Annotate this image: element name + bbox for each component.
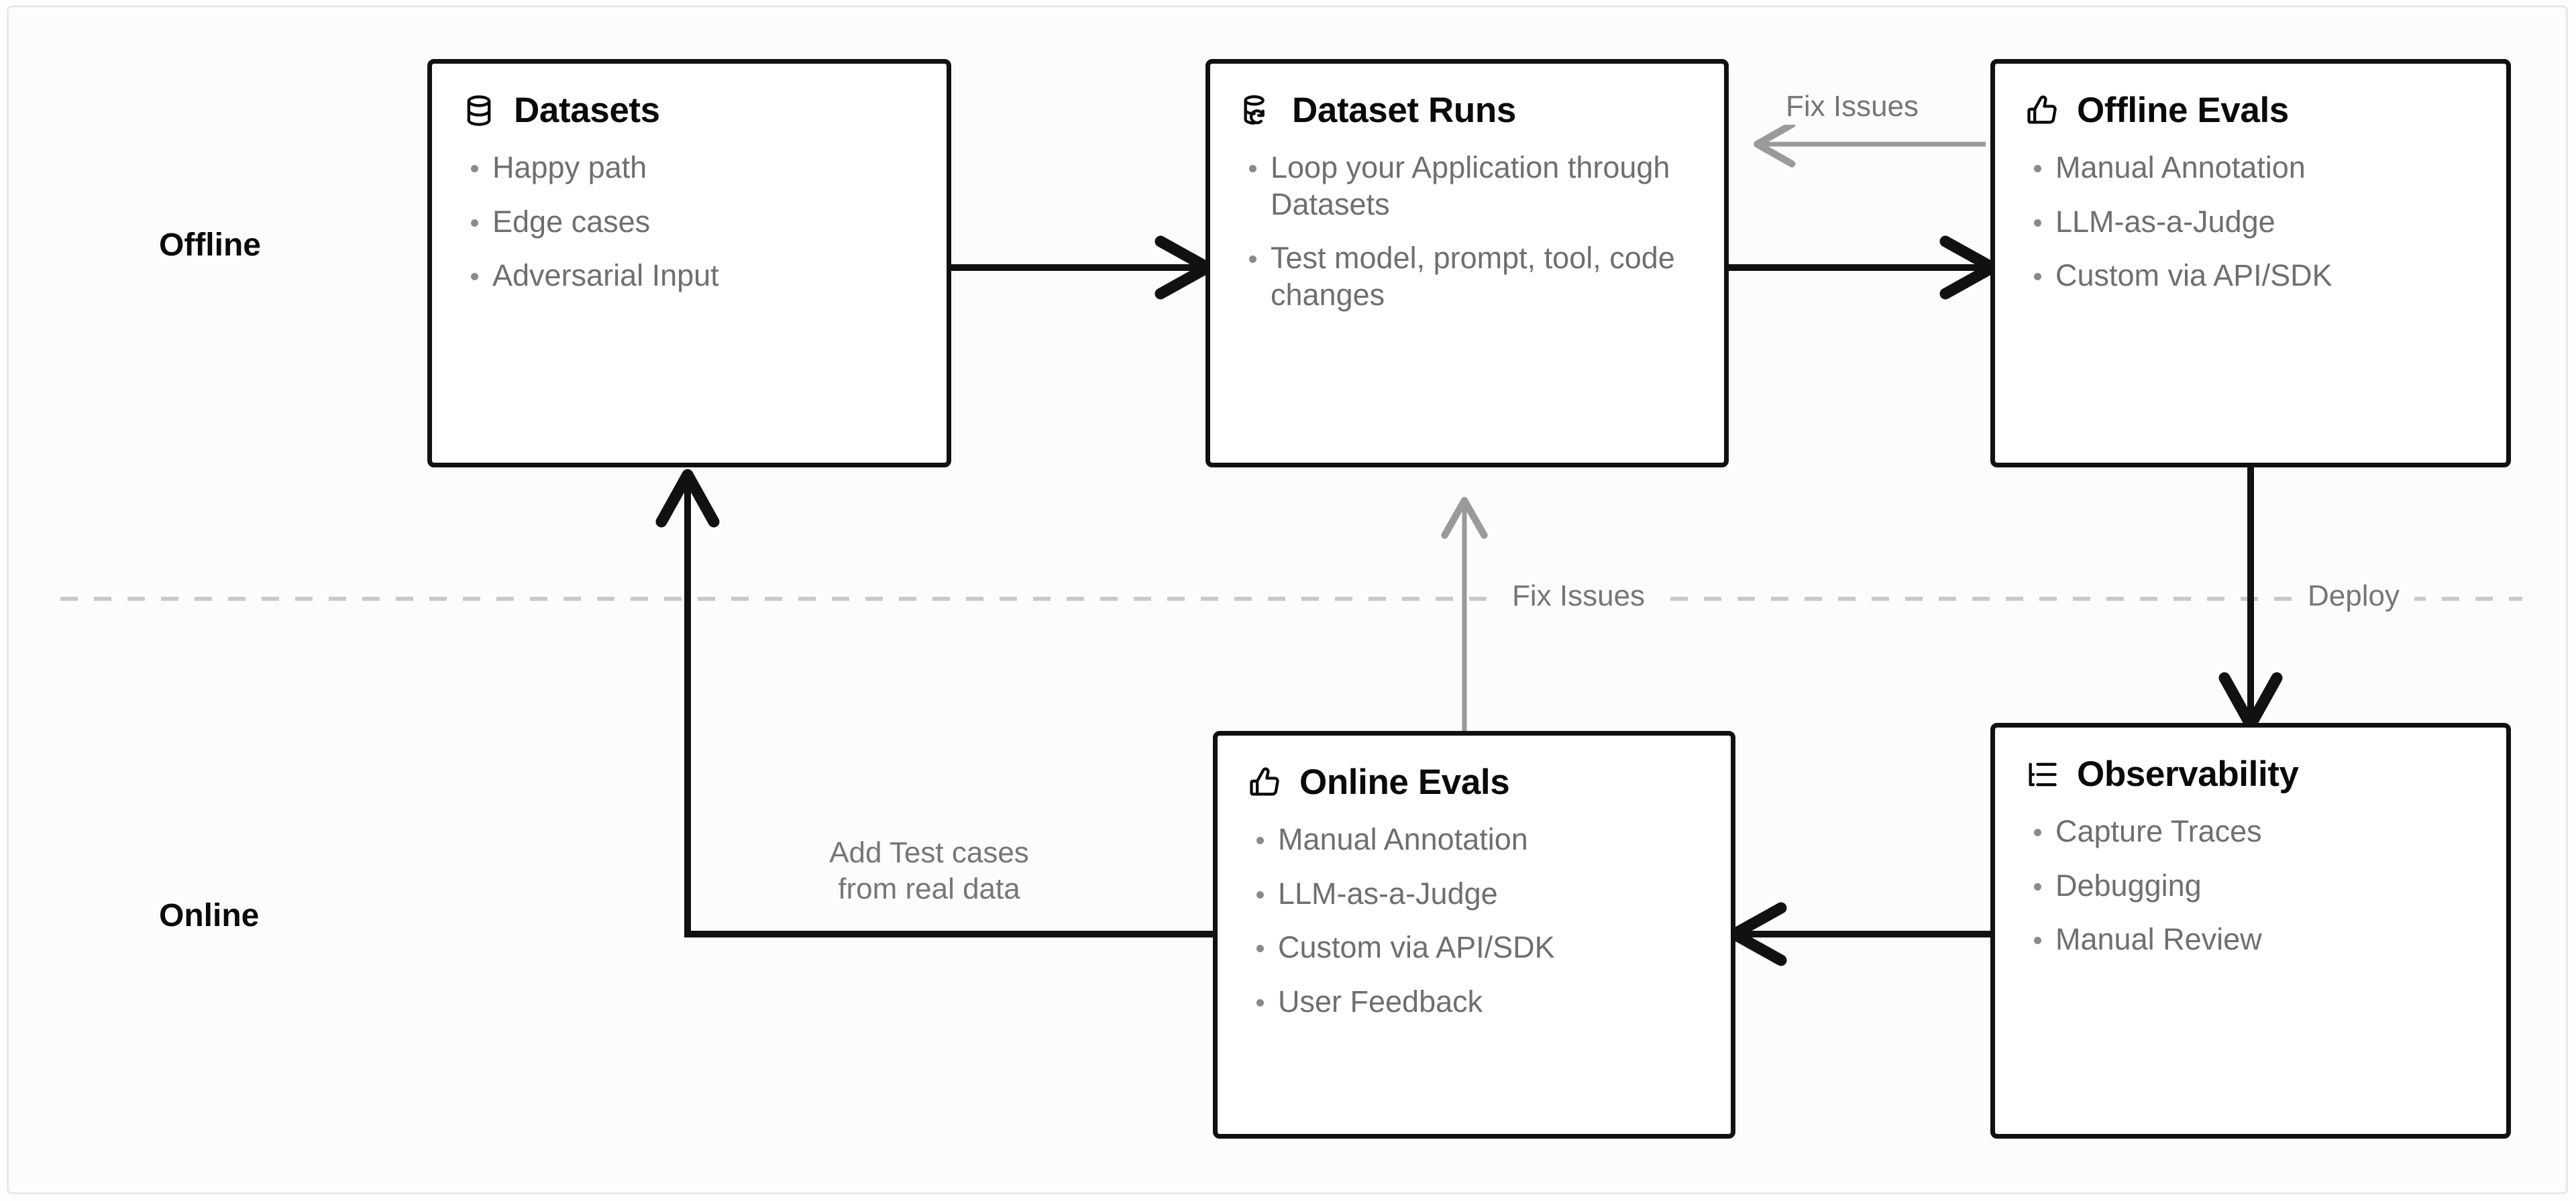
node-dataset-runs-title: Dataset Runs [1292,91,1516,130]
database-icon [462,93,496,128]
node-observability-header: Observability [2025,756,2477,793]
thumbs-up-icon [2025,93,2059,128]
node-online-evals[interactable]: Online Evals Manual Annotation LLM-as-a-… [1213,731,1735,1139]
list-item: Custom via API/SDK [1247,929,1701,966]
list-item: User Feedback [1247,984,1701,1021]
list-item: Test model, prompt, tool, code changes [1240,240,1695,314]
lane-label-offline: Offline [159,227,261,263]
edge-label-fix-issues-middle: Fix Issues [1497,578,1660,614]
node-datasets[interactable]: Datasets Happy path Edge cases Adversari… [427,59,951,467]
node-dataset-runs-bullets: Loop your Application through Datasets T… [1240,150,1695,314]
list-item: Debugging [2025,868,2477,905]
node-dataset-runs-header: Dataset Runs [1240,92,1695,129]
list-item: Edge cases [462,204,917,241]
node-observability[interactable]: Observability Capture Traces Debugging M… [1990,723,2511,1139]
node-datasets-bullets: Happy path Edge cases Adversarial Input [462,150,917,295]
node-dataset-runs[interactable]: Dataset Runs Loop your Application throu… [1205,59,1729,467]
list-item: Adversarial Input [462,258,917,294]
list-item: Loop your Application through Datasets [1240,150,1695,223]
database-restore-icon [1240,93,1275,128]
node-observability-title: Observability [2077,754,2299,794]
edge-label-add-test-cases-line2: from real data [838,872,1020,905]
node-offline-evals-title: Offline Evals [2077,91,2289,130]
list-item: Custom via API/SDK [2025,258,2477,294]
list-item: Manual Review [2025,921,2477,958]
list-item: Manual Annotation [1247,821,1701,858]
node-online-evals-title: Online Evals [1299,762,1510,802]
list-item: LLM-as-a-Judge [1247,876,1701,913]
node-online-evals-header: Online Evals [1247,764,1701,801]
list-item: LLM-as-a-Judge [2025,204,2477,241]
node-datasets-title: Datasets [514,91,660,130]
edge-label-fix-issues-top: Fix Issues [1779,89,1926,125]
node-offline-evals-header: Offline Evals [2025,92,2477,129]
node-online-evals-bullets: Manual Annotation LLM-as-a-Judge Custom … [1247,821,1701,1021]
node-offline-evals-bullets: Manual Annotation LLM-as-a-Judge Custom … [2025,150,2477,295]
node-datasets-header: Datasets [462,92,917,129]
lane-label-online: Online [159,898,260,933]
list-tree-icon [2025,757,2059,792]
edge-label-add-test-cases-line1: Add Test cases [829,836,1029,869]
thumbs-up-icon [1247,765,1282,800]
edge-label-deploy: Deploy [2293,578,2414,614]
list-item: Capture Traces [2025,813,2477,850]
list-item: Manual Annotation [2025,150,2477,186]
node-observability-bullets: Capture Traces Debugging Manual Review [2025,813,2477,959]
node-offline-evals[interactable]: Offline Evals Manual Annotation LLM-as-a… [1990,59,2511,467]
edge-label-add-test-cases: Add Test cases from real data [802,835,1057,907]
list-item: Happy path [462,150,917,186]
